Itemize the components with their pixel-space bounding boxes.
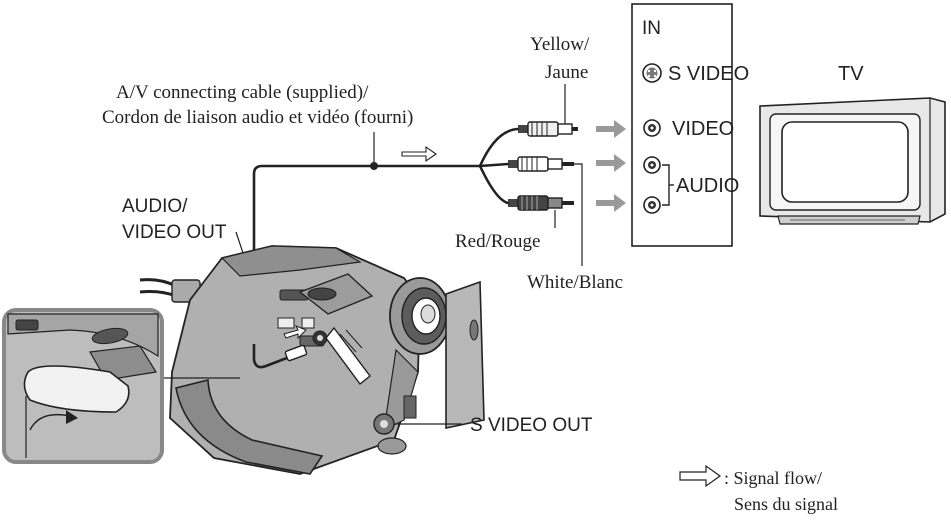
yellow-plug-icon [518,84,578,137]
av-out-label-line2: VIDEO OUT [122,222,227,243]
av-cable [252,127,520,346]
tv-input-panel: IN S VIDEO VIDEO [631,3,749,247]
video-input-label: VIDEO [672,118,734,140]
audio-input-label: AUDIO [676,175,739,197]
jack-cover-inset [2,308,240,464]
video-jack-icon [643,119,661,137]
tv-set-icon: TV [759,63,946,225]
audio-left-jack-icon [643,156,661,174]
yellow-label-en: Yellow/ [530,34,590,55]
tv-label: TV [838,63,864,85]
audio-right-jack-icon [643,196,661,214]
yellow-label-fr: Jaune [545,62,588,83]
signal-flow-icon [679,464,722,488]
cable-signal-flow-icon [401,145,437,163]
signal-arrows [596,120,626,212]
white-plug-icon [508,156,583,266]
cable-label-fr: Cordon de liaison audio et vidéo (fourni… [102,107,413,128]
input-panel-heading: IN [642,18,661,39]
red-label: Red/Rouge [455,231,541,252]
camcorder-icon [139,245,485,475]
legend-label-fr: Sens du signal [734,494,838,514]
legend-label-en: : Signal flow/ [724,468,822,488]
av-out-label-line1: AUDIO/ [122,196,188,217]
s-video-out-label: S VIDEO OUT [470,415,593,436]
red-plug-icon [508,195,574,228]
white-label: White/Blanc [527,272,623,293]
s-video-jack-icon [642,63,662,83]
s-video-input-label: S VIDEO [668,63,749,85]
signal-flow-legend: : Signal flow/ Sens du signal [679,464,838,514]
cable-label-en: A/V connecting cable (supplied)/ [116,82,369,103]
